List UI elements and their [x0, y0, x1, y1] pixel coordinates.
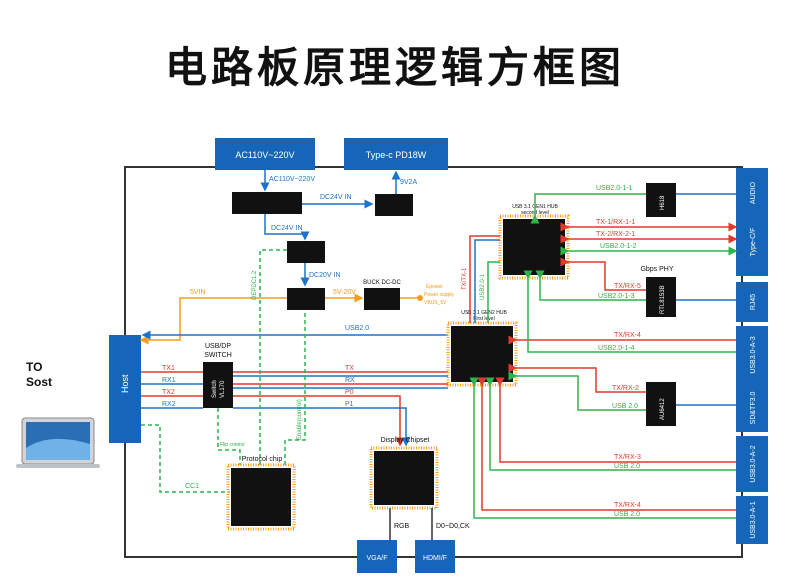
dc24v-in-label: DC24V IN: [320, 194, 352, 201]
txrx21-label: TX-2/RX-2-1: [596, 231, 635, 238]
buck-label: BUCK DC-DC: [363, 280, 401, 286]
usb20-host-label: USB2.0: [345, 325, 369, 332]
to-label: TO: [26, 360, 42, 374]
typec-pd-box: [344, 138, 448, 170]
rtl-label: RTL8153B: [660, 285, 666, 314]
txrx4b-label: TX/RX-4: [614, 502, 641, 509]
usb20c-label: USB 2.0: [614, 511, 640, 518]
rx-label: RX: [345, 377, 355, 384]
hdmi-port: [415, 540, 455, 573]
vin5-label: 5VIN: [190, 289, 206, 296]
port-label-1: Type-C/F: [750, 228, 757, 257]
txrx3-label: TX/RX-3: [614, 454, 641, 461]
hub1-label-1: USB 3.1 GEN2 HUB: [461, 310, 507, 316]
dc24v-in2-label: DC24V IN: [271, 225, 303, 232]
v9v2a-label: 9V2A: [400, 179, 417, 186]
tx-label: TX: [345, 365, 354, 372]
typec-pd-label: Type-c PD18W: [366, 150, 427, 160]
rx2-label: RX2: [162, 401, 176, 408]
vga-port: [357, 540, 397, 573]
switch-chip: [203, 362, 233, 408]
protocol-chip-label: Protocol chip: [242, 456, 283, 463]
hdmi-label: HDMI/F: [423, 555, 447, 562]
port-label-4: SD&TF3.0: [750, 392, 757, 425]
enable-label: Enable(control): [297, 399, 303, 440]
dc20v-in-label: DC20V IN: [309, 272, 341, 279]
au-chip: [646, 382, 676, 426]
port-label-0: AUDIO: [750, 181, 757, 204]
port-box-1: [736, 208, 768, 276]
epower-label-2: Power supply: [424, 292, 455, 298]
display-chip-pins: [369, 446, 439, 510]
port-box-6: [736, 496, 768, 544]
usb2014-label: USB2.0-1-4: [598, 345, 635, 352]
hub1-chip: [451, 326, 513, 382]
au-label: AU6412: [660, 398, 666, 420]
epower-label-1: Epower: [426, 284, 443, 290]
port-label-5: USB3.0-A-2: [750, 445, 757, 482]
hub2-chip: [503, 219, 565, 275]
sost-label: Sost: [26, 375, 52, 389]
ac-input-box: [215, 138, 315, 170]
switch-chip-text-2: VL170: [220, 380, 226, 398]
usb20a-label: USB 2.0: [612, 403, 638, 410]
txrx4a-label: TX/RX-4: [614, 332, 641, 339]
v5-20-label: 5V-20V: [333, 289, 356, 296]
tx2-label: TX2: [162, 389, 175, 396]
ac-dc-module: [232, 192, 302, 214]
host-block: [109, 335, 141, 443]
epower-label-3: VBUS_5V: [424, 300, 447, 306]
cc1-label: CC1: [185, 483, 199, 490]
d0-label: D0~D0,CK: [436, 523, 470, 530]
hub1-label-2: First level: [473, 316, 494, 322]
usb2012-label: USB2.0-1-2: [600, 243, 637, 250]
port-label-3: USB3.0-A-3: [750, 336, 757, 373]
usb20b-label: USB 2.0: [614, 463, 640, 470]
right-ports: AUDIO Type-C/F RJ45USB3.0-A-3SD&TF3.0USB3.…: [736, 168, 768, 544]
switch-chip-text-1: Switch: [212, 380, 218, 398]
usb2011-label: USB2.0-1-1: [596, 185, 633, 192]
port-box-5: [736, 436, 768, 492]
dc20-module: [287, 241, 325, 263]
p0-label: P0: [345, 389, 354, 396]
host-label: Host: [120, 374, 130, 393]
gbps-label: Gbps PHY: [640, 266, 673, 273]
txrx11-label: TX-1/RX-1-1: [596, 219, 635, 226]
protocol-chip: [231, 468, 291, 526]
port-box-2: [736, 282, 768, 322]
v5-20-module: [287, 288, 325, 310]
rx1-label: RX1: [162, 377, 176, 384]
rtl-chip: [646, 277, 676, 317]
display-chipset-label: Display Chipset: [381, 437, 430, 444]
ac-input-label: AC110V~220V: [235, 150, 294, 160]
port-label-2: RJ45: [750, 294, 757, 310]
port-label-6: USB3.0-A-1: [750, 501, 757, 538]
display-chip: [374, 451, 434, 505]
protocol-chip-pins: [226, 463, 296, 531]
usb2013-label: USB2.0-1-3: [598, 293, 635, 300]
port-box-3: [736, 326, 768, 384]
port-box-4: [736, 384, 768, 432]
usb201-label: USB2.0-1: [480, 273, 486, 300]
flip-label: Flip control: [220, 442, 244, 448]
switch-label-1: USB/DP: [205, 343, 231, 350]
p1-label: P1: [345, 401, 354, 408]
vga-label: VGA/F: [366, 555, 387, 562]
switch-label-2: SWITCH: [204, 352, 232, 359]
tx1-label: TX1: [162, 365, 175, 372]
laptop-icon: [16, 417, 100, 468]
rgb-label: RGB: [394, 523, 410, 530]
buck-module: [364, 288, 400, 310]
pd-power-module: [375, 194, 413, 216]
h618-chip: [646, 183, 676, 217]
h618-label: H618: [660, 195, 666, 210]
ac-line-label: AC110V~220V: [269, 176, 315, 183]
txtx1-label: TX/TX-1: [462, 267, 468, 290]
txrx2-label: TX/RX-2: [612, 385, 639, 392]
depdc-label: DEPDC1.2: [252, 270, 258, 300]
txrx5-label: TX/RX-5: [614, 283, 641, 290]
page-title: 电路板原理逻辑方框图: [164, 43, 625, 92]
